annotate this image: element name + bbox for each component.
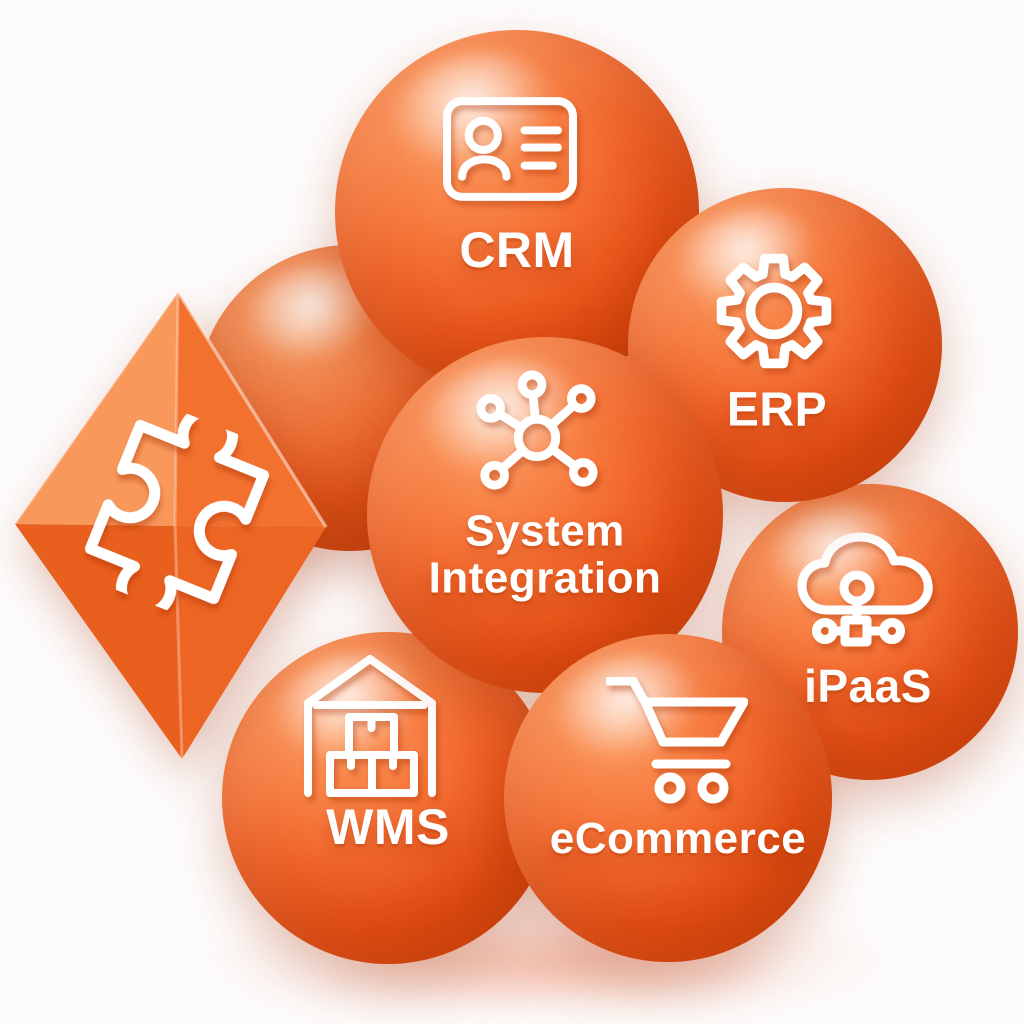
label-wms: WMS xyxy=(326,799,450,855)
shopping-cart-icon xyxy=(606,677,748,805)
label-ipaas: iPaaS xyxy=(804,660,932,712)
label-system: System xyxy=(465,506,625,556)
contact-card-icon xyxy=(442,96,578,202)
cloud-network-icon xyxy=(797,528,937,654)
label-erp: ERP xyxy=(726,383,828,437)
label-ecommerce: eCommerce xyxy=(549,814,807,863)
hub-network-icon xyxy=(473,368,601,498)
label-crm: CRM xyxy=(459,222,575,278)
diamond-shape xyxy=(10,283,350,768)
label-integration: Integration xyxy=(428,553,662,603)
sphere-ecommerce: eCommerce xyxy=(504,634,832,962)
gear-icon xyxy=(710,247,838,375)
warehouse-icon xyxy=(300,653,440,798)
sphere-wms: WMS xyxy=(222,632,554,964)
